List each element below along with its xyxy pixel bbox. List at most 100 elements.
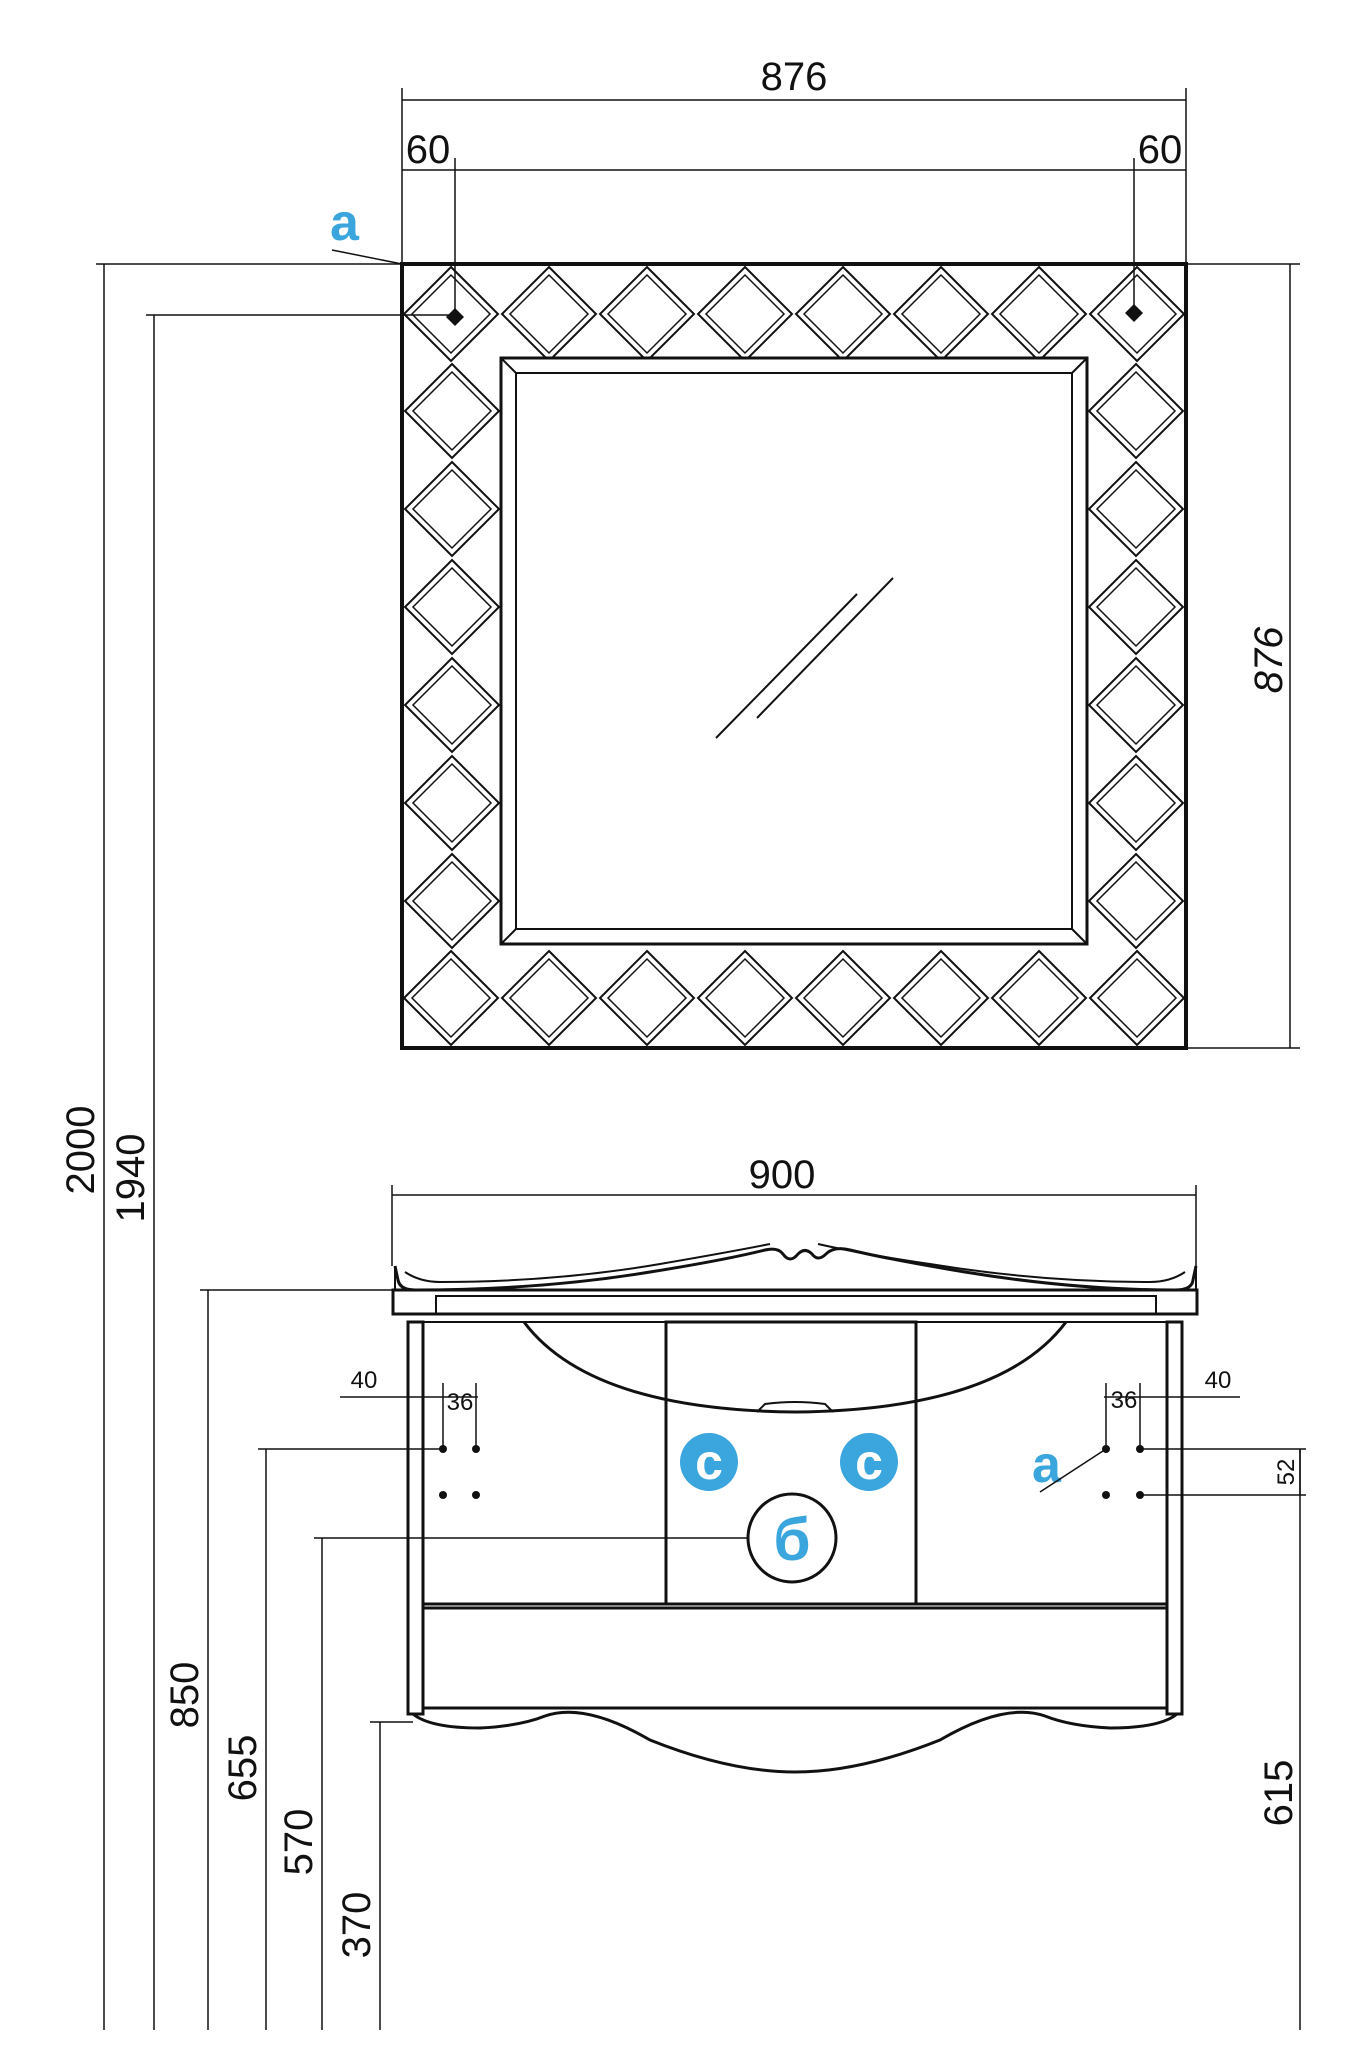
lattice-diamond	[500, 949, 598, 1047]
lattice-diamond	[1096, 957, 1178, 1039]
lattice-diamond	[1087, 656, 1185, 754]
lattice-diamond	[598, 949, 696, 1047]
lattice-diamond	[900, 273, 982, 355]
lattice-diamond	[411, 370, 493, 452]
mirror-height-label: 876	[1247, 626, 1291, 693]
marker-c-right: c	[840, 1433, 898, 1491]
lattice-diamond	[990, 949, 1088, 1047]
lattice-diamond	[1087, 558, 1185, 656]
lattice-diamond	[403, 852, 501, 950]
hole-spacing-left-label: 36	[447, 1389, 474, 1416]
countertop-inner-line	[404, 1243, 1186, 1284]
height-dimensions	[96, 263, 748, 2030]
mount-marker-a-vanity: a	[1032, 1436, 1062, 1494]
lattice-diamond	[403, 754, 501, 852]
lattice-diamond	[402, 265, 500, 363]
lattice-diamond	[1095, 468, 1177, 550]
svg-text:c: c	[695, 1434, 723, 1490]
height-570-label: 570	[277, 1809, 321, 1876]
lattice-diamond	[802, 957, 884, 1039]
lattice-diamond	[696, 949, 794, 1047]
lattice-diamond	[403, 558, 501, 656]
svg-text:c: c	[855, 1434, 883, 1490]
mirror-outer-frame	[400, 262, 1188, 1050]
height-850-label: 850	[163, 1662, 207, 1729]
vanity-width-label: 900	[749, 1153, 816, 1197]
lattice-diamond	[598, 265, 696, 363]
lattice-diamond	[1095, 762, 1177, 844]
mirror	[400, 262, 1188, 1050]
basin	[522, 1321, 1068, 1414]
lattice-diamond	[410, 273, 492, 355]
height-655-label: 655	[221, 1735, 265, 1802]
lattice-diamond	[1087, 852, 1185, 950]
lattice-diamond	[411, 468, 493, 550]
mirror-width-label: 876	[761, 55, 828, 99]
lattice-diamond	[794, 949, 892, 1047]
cabinet-side-right	[1165, 1320, 1184, 1716]
mount-point-right	[1125, 304, 1143, 322]
lattice-diamond	[1087, 460, 1185, 558]
lattice-diamond	[1095, 664, 1177, 746]
lattice-diamond	[1095, 370, 1177, 452]
lattice-diamond	[892, 949, 990, 1047]
lattice-diamond	[998, 273, 1080, 355]
lattice-diamond	[704, 957, 786, 1039]
lattice-diamond	[411, 664, 493, 746]
edge-left-label: 40	[351, 1367, 378, 1394]
marker-b: б	[746, 1492, 838, 1584]
mirror-glass-inner	[515, 372, 1073, 930]
lattice-diamond	[1095, 566, 1177, 648]
lattice-diamond	[990, 265, 1088, 363]
mirror-glass-outer	[499, 356, 1089, 946]
height-2000-label: 2000	[59, 1106, 103, 1195]
lattice-diamond	[1088, 265, 1186, 363]
mirror-dimensions	[401, 88, 1300, 1049]
edge-right-label: 40	[1205, 1367, 1232, 1394]
lattice-diamond	[696, 265, 794, 363]
lattice-diamond	[1087, 362, 1185, 460]
lattice-diamond	[606, 273, 688, 355]
lattice-diamond	[900, 957, 982, 1039]
height-370-label: 370	[335, 1892, 379, 1959]
cabinet-side-left	[406, 1320, 425, 1716]
lattice-diamond	[402, 949, 500, 1047]
countertop	[393, 1247, 1198, 1292]
cabinet-apron	[412, 1710, 1178, 1774]
lattice-diamond	[892, 265, 990, 363]
marker-c-left: c	[680, 1433, 738, 1491]
vanity-dimensions	[340, 1185, 1306, 2030]
mount-marker-a-top: a	[330, 194, 360, 252]
drawer-front	[421, 1606, 1169, 1710]
lattice-diamond	[403, 362, 501, 460]
lattice-diamond	[411, 860, 493, 942]
mirror-glass-bevel	[500, 357, 1088, 945]
lattice-diamond	[802, 273, 884, 355]
mirror-reflection-lines	[715, 577, 894, 739]
lattice-diamond	[508, 273, 590, 355]
mount-marker-a-vanity-leader	[1039, 1448, 1107, 1493]
lattice-diamond	[1096, 273, 1178, 355]
lattice-diamond	[1095, 860, 1177, 942]
lattice-diamond	[500, 265, 598, 363]
lattice-diamond	[411, 762, 493, 844]
lattice-diamond	[998, 957, 1080, 1039]
lattice-diamond	[410, 957, 492, 1039]
lattice-diamond	[403, 460, 501, 558]
lattice-diamond	[794, 265, 892, 363]
hole-spacing-right-label: 36	[1111, 1387, 1138, 1414]
lattice-diamond	[411, 566, 493, 648]
basin-drain	[756, 1401, 834, 1413]
countertop-slab	[391, 1288, 1199, 1316]
lattice-diamond	[1087, 754, 1185, 852]
hole-vertical-label: 52	[1273, 1459, 1300, 1486]
lattice-diamond	[606, 957, 688, 1039]
lattice-diamond	[704, 273, 786, 355]
countertop-underside	[435, 1295, 1157, 1315]
lattice-diamond	[508, 957, 590, 1039]
height-1940-label: 1940	[109, 1134, 153, 1223]
svg-text:б: б	[773, 1506, 810, 1573]
lattice-diamond	[403, 656, 501, 754]
mount-marker-a-top-leader	[331, 249, 403, 265]
